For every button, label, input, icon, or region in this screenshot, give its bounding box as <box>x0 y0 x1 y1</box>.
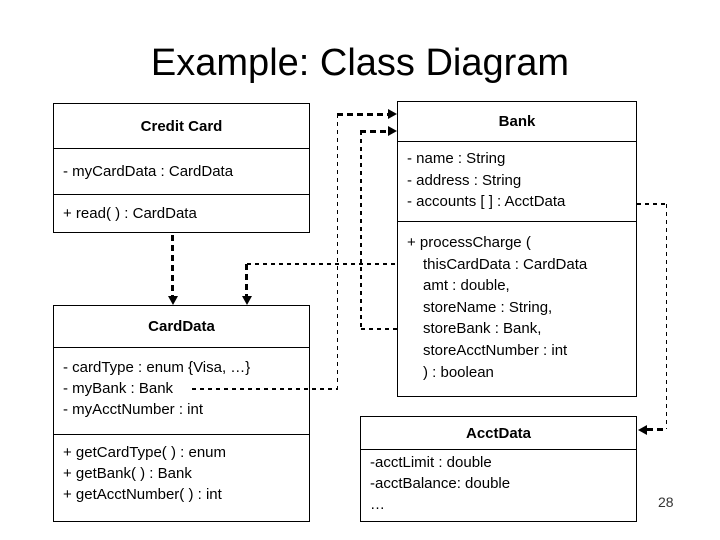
connector-thiscarddata-to-carddata <box>245 264 248 296</box>
class-box-credit-card: Credit Card - myCardData : CardData + re… <box>53 103 310 233</box>
card-data-attributes: - cardType : enum {Visa, …} - myBank : B… <box>54 348 309 435</box>
connector-accounts-to-acctdata <box>665 204 667 429</box>
connector-storebank-to-bank <box>360 129 388 133</box>
attribute-line: - accounts [ ] : AcctData <box>407 193 566 211</box>
arrowhead-right-icon <box>388 126 397 136</box>
connector-accounts-to-acctdata <box>647 428 667 431</box>
attribute-line: - name : String <box>407 150 506 167</box>
connector-accounts-to-acctdata <box>637 203 667 205</box>
bank-methods: + processCharge ( thisCardData : CardDat… <box>398 222 636 396</box>
class-box-acct-data: AcctData -acctLimit : double -acctBalanc… <box>360 416 637 522</box>
acct-data-attributes: -acctLimit : double -acctBalance: double… <box>361 450 636 521</box>
class-name-acct-data: AcctData <box>361 417 636 450</box>
class-name-card-data: CardData <box>54 306 309 348</box>
method-line: storeName : String, <box>423 298 553 316</box>
method-line: storeBank : Bank, <box>423 320 542 338</box>
method-line: ) : boolean <box>423 363 494 381</box>
attribute-line: - myBank : Bank <box>63 380 174 397</box>
attribute-line: - myAcctNumber : int <box>63 401 204 418</box>
attribute-line: - cardType : enum {Visa, …} <box>63 359 251 376</box>
arrowhead-down-icon <box>168 296 178 305</box>
arrowhead-right-icon <box>388 109 397 119</box>
connector-storebank-to-bank <box>360 131 362 328</box>
method-line: + getAcctNumber( ) : int <box>63 486 222 503</box>
connector-thiscarddata-to-carddata <box>247 263 397 265</box>
attribute-line: -acctBalance: double <box>370 475 511 492</box>
method-line: + read( ) : CardData <box>63 205 197 222</box>
method-line: thisCardData : CardData <box>423 255 588 273</box>
method-line: + getBank( ) : Bank <box>63 465 192 482</box>
credit-card-attributes: - myCardData : CardData <box>54 149 309 195</box>
bank-attributes: - name : String - address : String - acc… <box>398 142 636 222</box>
credit-card-methods: + read( ) : CardData <box>54 195 309 232</box>
slide-title: Example: Class Diagram <box>150 42 570 84</box>
connector-mybank-to-bank <box>337 112 388 116</box>
attribute-line: - myCardData : CardData <box>63 163 234 180</box>
connector-mybank-to-bank <box>336 114 338 388</box>
attribute-line: -acctLimit : double <box>370 454 492 471</box>
connector-mycarddata-to-carddata <box>171 235 174 296</box>
connector-storebank-to-bank <box>361 328 397 330</box>
method-line: + getCardType( ) : enum <box>63 444 226 461</box>
class-name-bank: Bank <box>398 102 636 142</box>
arrowhead-left-icon <box>638 424 647 435</box>
method-line: storeAcctNumber : int <box>423 341 568 359</box>
attribute-line: - address : String <box>407 171 522 189</box>
class-box-bank: Bank - name : String - address : String … <box>397 101 637 397</box>
class-name-credit-card: Credit Card <box>54 104 309 149</box>
class-box-card-data: CardData - cardType : enum {Visa, …} - m… <box>53 305 310 522</box>
card-data-methods: + getCardType( ) : enum + getBank( ) : B… <box>54 435 309 521</box>
page-number: 28 <box>658 494 674 510</box>
arrowhead-down-icon <box>242 296 252 305</box>
method-line: amt : double, <box>423 277 510 295</box>
attribute-line: … <box>370 496 385 513</box>
connector-mybank-to-bank <box>192 388 338 390</box>
method-line: + processCharge ( <box>407 234 531 251</box>
